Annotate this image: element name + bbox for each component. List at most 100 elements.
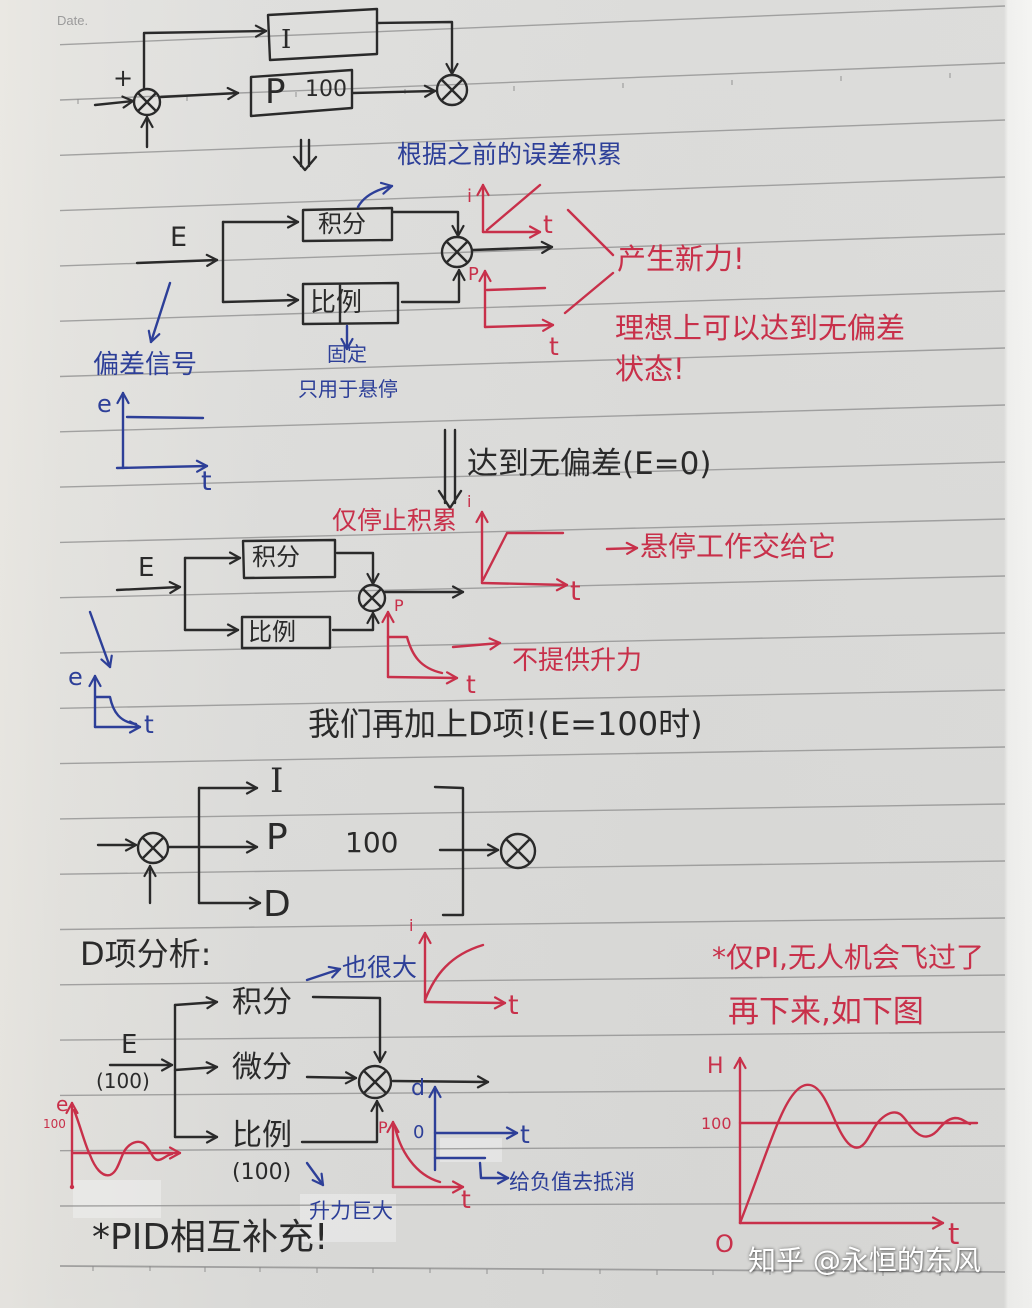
integral-output-line (335, 551, 380, 586)
integral-label: 积分 (232, 985, 292, 1020)
integral-output-line (311, 995, 387, 1064)
input-value: (100) (96, 1069, 150, 1093)
i-graph-y-label: i (467, 186, 473, 207)
pi-only-note-line2: 再下来,如下图 (728, 994, 924, 1030)
integral-box (241, 538, 337, 580)
i-note-arrow (605, 541, 639, 555)
h-graph-x-label: t (948, 1217, 960, 1251)
date-label: Date. (57, 13, 89, 28)
summing-junction-icon (136, 831, 170, 865)
integral-box-label: 积分 (318, 210, 366, 238)
i-graph-x-label: t (508, 990, 519, 1021)
e-graph-x-label: t (144, 710, 154, 739)
p-graph (386, 1120, 465, 1194)
proportional-box (240, 615, 332, 650)
e-graph-y-tick: 100 (43, 1117, 66, 1131)
branch-trunk (166, 786, 201, 905)
input-label: E (170, 222, 188, 253)
h-graph-y-tick: 100 (701, 1114, 732, 1133)
p-graph (381, 610, 459, 685)
transition-label: 达到无偏差(E=0) (467, 446, 712, 482)
p-graph-y-label: P (394, 596, 404, 615)
integral-branch-arrow (173, 996, 219, 1010)
pi-only-note-line1: *仅PI,无人机会飞过了 (712, 941, 985, 974)
branch-label-p: P (266, 817, 288, 858)
double-arrow-down-icon (292, 138, 318, 172)
summing-junction-icon (357, 1064, 393, 1100)
i-graph (475, 510, 569, 592)
proportional-note: 升力巨大 (309, 1199, 393, 1223)
summing-junction-icon (132, 87, 162, 117)
integral-box (301, 206, 394, 243)
branch-label-i: I (270, 761, 284, 801)
proportional-box-label: 比例 (310, 288, 363, 318)
p-output-arrow (351, 84, 437, 98)
bracket-connector (563, 208, 615, 315)
h-graph-origin-label: O (715, 1230, 734, 1258)
p-graph-x-label: t (461, 1185, 471, 1214)
proportional-label: 比例 (232, 1118, 292, 1153)
block5-heading: D项分析: (80, 935, 212, 973)
proportional-output-line (300, 1099, 384, 1144)
integral-note: 也很大 (342, 953, 418, 982)
i-graph-x-label: t (543, 210, 553, 239)
integral-note: 根据之前的误差积累 (397, 140, 623, 169)
block1-pi-diagram (93, 7, 469, 172)
e-graph (88, 674, 142, 734)
gain-value: 100 (345, 826, 399, 859)
input-arrow (93, 95, 135, 109)
input-arrow (135, 253, 219, 267)
i-output-line (375, 20, 459, 76)
proportional-output-line (331, 611, 380, 632)
p-graph-y-label: P (468, 264, 479, 285)
input-arrow (115, 580, 182, 595)
i-graph-y-label: i (467, 492, 472, 511)
proportional-note-line2: 只用于悬停 (298, 377, 398, 401)
output-arrow (471, 240, 554, 254)
h-graph-y-label: H (707, 1054, 724, 1079)
ruled-lines (59, 5, 1006, 1276)
input-label: E (138, 553, 155, 583)
summing-junction-icon (357, 583, 387, 613)
derivative-output-arrow (305, 1071, 358, 1085)
p-note-arrow (451, 637, 502, 651)
summing-plus-sign: + (113, 64, 134, 92)
proportional-note-arrow (305, 1161, 325, 1187)
derivative-branch-arrow (173, 1061, 219, 1075)
e-graph-y-label: e (56, 1092, 69, 1116)
i-graph (476, 183, 542, 239)
proportional-value: (100) (232, 1160, 292, 1185)
p-box (249, 68, 354, 118)
derivative-label: 微分 (232, 1050, 292, 1085)
block2-pi-diagram (115, 181, 615, 473)
h-overshoot-graph (733, 1056, 979, 1230)
sum-bracket (433, 785, 465, 917)
e-graph-x-label: t (201, 466, 212, 497)
watermark: 知乎 @永恒的东风 (748, 1244, 981, 1277)
p-branch-arrow (159, 86, 240, 101)
summing-junction-icon (440, 235, 474, 269)
summing-junction-icon (435, 73, 469, 107)
result-note: 产生新力! (617, 242, 745, 276)
proportional-note-line1: 固定 (327, 342, 367, 366)
integral-note: 仅停止积累 (332, 506, 458, 535)
d-graph-note: 给负值去抵消 (509, 1170, 635, 1194)
ideal-note-line2: 状态! (615, 352, 685, 386)
proportional-box (301, 281, 400, 326)
i-graph-x-label: t (570, 576, 581, 607)
block4-heading: 我们再加上D项!(E=100时) (308, 705, 703, 743)
block5-d-analysis (65, 931, 519, 1194)
e-oscillation-graph (65, 1101, 182, 1190)
integral-note-arrow (305, 965, 342, 982)
d-graph (428, 1085, 519, 1185)
error-signal-arrow (147, 281, 172, 344)
p-graph-x-label: t (549, 332, 559, 361)
i-graph (418, 931, 507, 1010)
integral-note-arrow (356, 181, 394, 209)
d-graph-zero-label: 0 (413, 1122, 425, 1143)
branch-label-d: D (263, 884, 291, 925)
summary-note: *PID相互补充! (92, 1217, 329, 1258)
d-graph-y-label: d (411, 1076, 425, 1101)
